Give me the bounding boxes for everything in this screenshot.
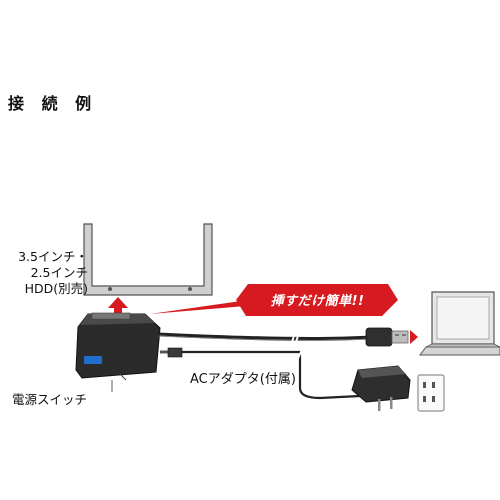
sata-adapter-icon	[75, 312, 161, 381]
wall-outlet-icon	[417, 374, 445, 412]
callout-banner	[150, 284, 398, 316]
laptop-icon	[419, 291, 500, 356]
usb-cable	[157, 331, 371, 347]
hdd-label: 3.5インチ・ 2.5インチ HDD(別売)	[8, 249, 88, 297]
ac-cable	[160, 347, 361, 400]
ac-adapter-label: ACアダプタ(付属)	[190, 372, 296, 387]
ac-adapter-icon	[351, 365, 411, 411]
hdd-frame-icon	[83, 223, 213, 296]
hdd-label-line: HDD(別売)	[24, 281, 88, 296]
callout-text: 挿すだけ簡単!!	[270, 294, 365, 309]
up-arrow-icon	[108, 297, 128, 316]
hdd-label-line: 2.5インチ	[30, 265, 88, 280]
hdd-label-line: 3.5インチ・	[18, 249, 88, 264]
usb-plug-icon	[365, 327, 409, 347]
page-title: 接 続 例	[8, 94, 98, 113]
right-arrow-icon	[410, 330, 418, 344]
power-switch-label: 電源スイッチ	[12, 392, 88, 407]
